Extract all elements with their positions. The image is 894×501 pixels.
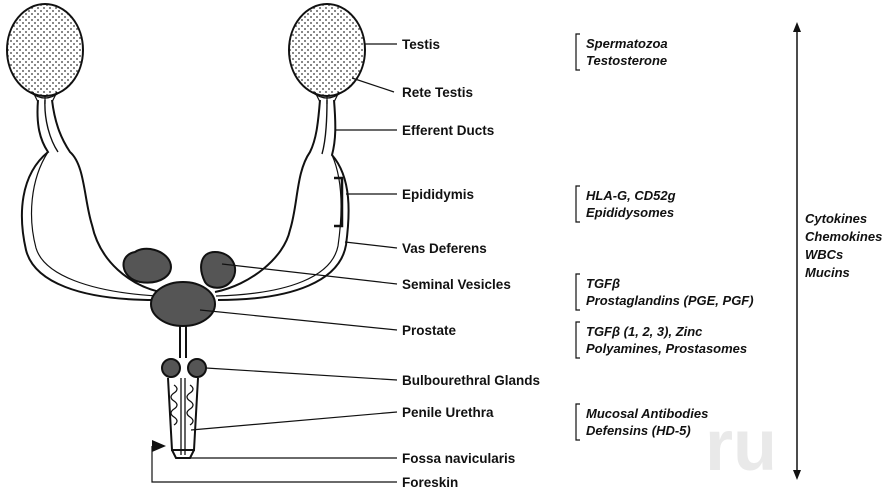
glans — [172, 450, 194, 458]
right-bulbourethral-gland — [188, 359, 206, 377]
product-defensins: Defensins (HD-5) — [586, 423, 691, 438]
tract-wide-cytokines: Cytokines — [805, 211, 867, 226]
product-tgfb-seminal: TGFβ — [586, 276, 620, 291]
secreted-products: Spermatozoa Testosterone HLA-G, CD52g Ep… — [586, 36, 754, 438]
urethra — [180, 326, 186, 358]
label-seminal-vesicles: Seminal Vesicles — [402, 277, 511, 292]
left-bulbourethral-gland — [162, 359, 180, 377]
left-seminal-vesicle — [124, 249, 171, 283]
label-vas-deferens: Vas Deferens — [402, 241, 487, 256]
label-testis: Testis — [402, 37, 440, 52]
product-tgfb-zinc: TGFβ (1, 2, 3), Zinc — [586, 324, 703, 339]
label-bulbourethral-glands: Bulbourethral Glands — [402, 373, 540, 388]
label-foreskin: Foreskin — [402, 475, 458, 490]
label-rete-testis: Rete Testis — [402, 85, 473, 100]
urethra-lumen — [181, 378, 185, 455]
label-fossa-navicularis: Fossa navicularis — [402, 451, 515, 466]
product-prostaglandins: Prostaglandins (PGE, PGF) — [586, 293, 754, 308]
tract-wide-chemokines: Chemokines — [805, 229, 882, 244]
product-hla-g-cd52g: HLA-G, CD52g — [586, 188, 676, 203]
product-epididysomes: Epididysomes — [586, 205, 674, 220]
epididymis-bracket — [334, 178, 342, 226]
tract-wide-wbcs: WBCs — [805, 247, 843, 262]
right-testis — [289, 4, 365, 96]
tract-wide-products: Cytokines Chemokines WBCs Mucins — [805, 211, 882, 280]
product-spermatozoa: Spermatozoa — [586, 36, 668, 51]
prostate-gland — [151, 282, 215, 326]
tract-wide-mucins: Mucins — [805, 265, 850, 280]
foreskin-marker — [152, 440, 166, 452]
product-polyamines-prostasomes: Polyamines, Prostasomes — [586, 341, 747, 356]
rete-testis-fringe — [30, 92, 342, 104]
tract-wide-arrow — [793, 22, 801, 480]
label-epididymis: Epididymis — [402, 187, 474, 202]
product-brackets — [576, 34, 580, 440]
left-testis — [7, 4, 83, 96]
label-penile-urethra: Penile Urethra — [402, 405, 494, 420]
product-testosterone: Testosterone — [586, 53, 667, 68]
right-seminal-vesicle — [201, 252, 235, 288]
anatomy-drawing — [7, 4, 365, 458]
structure-labels: Testis Rete Testis Efferent Ducts Epidid… — [402, 37, 540, 490]
product-mucosal-antibodies: Mucosal Antibodies — [586, 406, 708, 421]
penile-urethra-coils — [171, 385, 193, 425]
watermark: ru — [705, 406, 777, 486]
label-efferent-ducts: Efferent Ducts — [402, 123, 494, 138]
label-prostate: Prostate — [402, 323, 457, 338]
